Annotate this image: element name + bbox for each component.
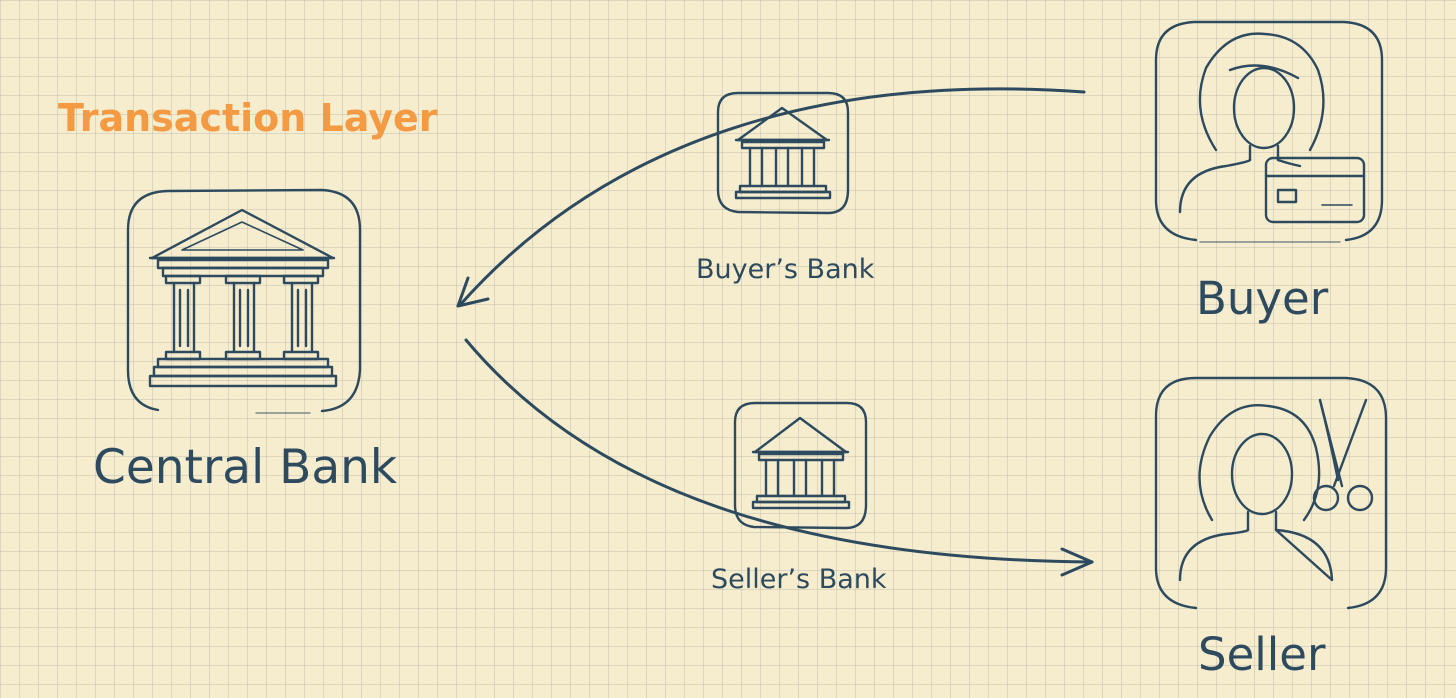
sellers-bank-tile [733,401,868,530]
buyer-label: Buyer [1196,272,1329,325]
buyers-bank-tile [716,91,850,215]
seller-label: Seller [1198,628,1326,681]
arrow-buyer-to-central-bank [456,87,1086,308]
arrow-central-bank-to-seller [464,338,1094,577]
woman-with-scissors-icon [1178,398,1374,582]
sellers-bank-label: Seller’s Bank [711,564,887,595]
buyer-tile [1154,20,1384,243]
seller-tile [1154,376,1388,610]
bank-icon [148,208,338,388]
central-bank-label: Central Bank [93,440,398,495]
central-bank-tile [126,188,362,414]
diagram-title: Transaction Layer [58,96,438,140]
woman-with-credit-card-icon [1178,32,1366,224]
buyers-bank-label: Buyer’s Bank [696,254,875,285]
bank-icon [734,106,832,200]
bank-icon [751,416,851,510]
